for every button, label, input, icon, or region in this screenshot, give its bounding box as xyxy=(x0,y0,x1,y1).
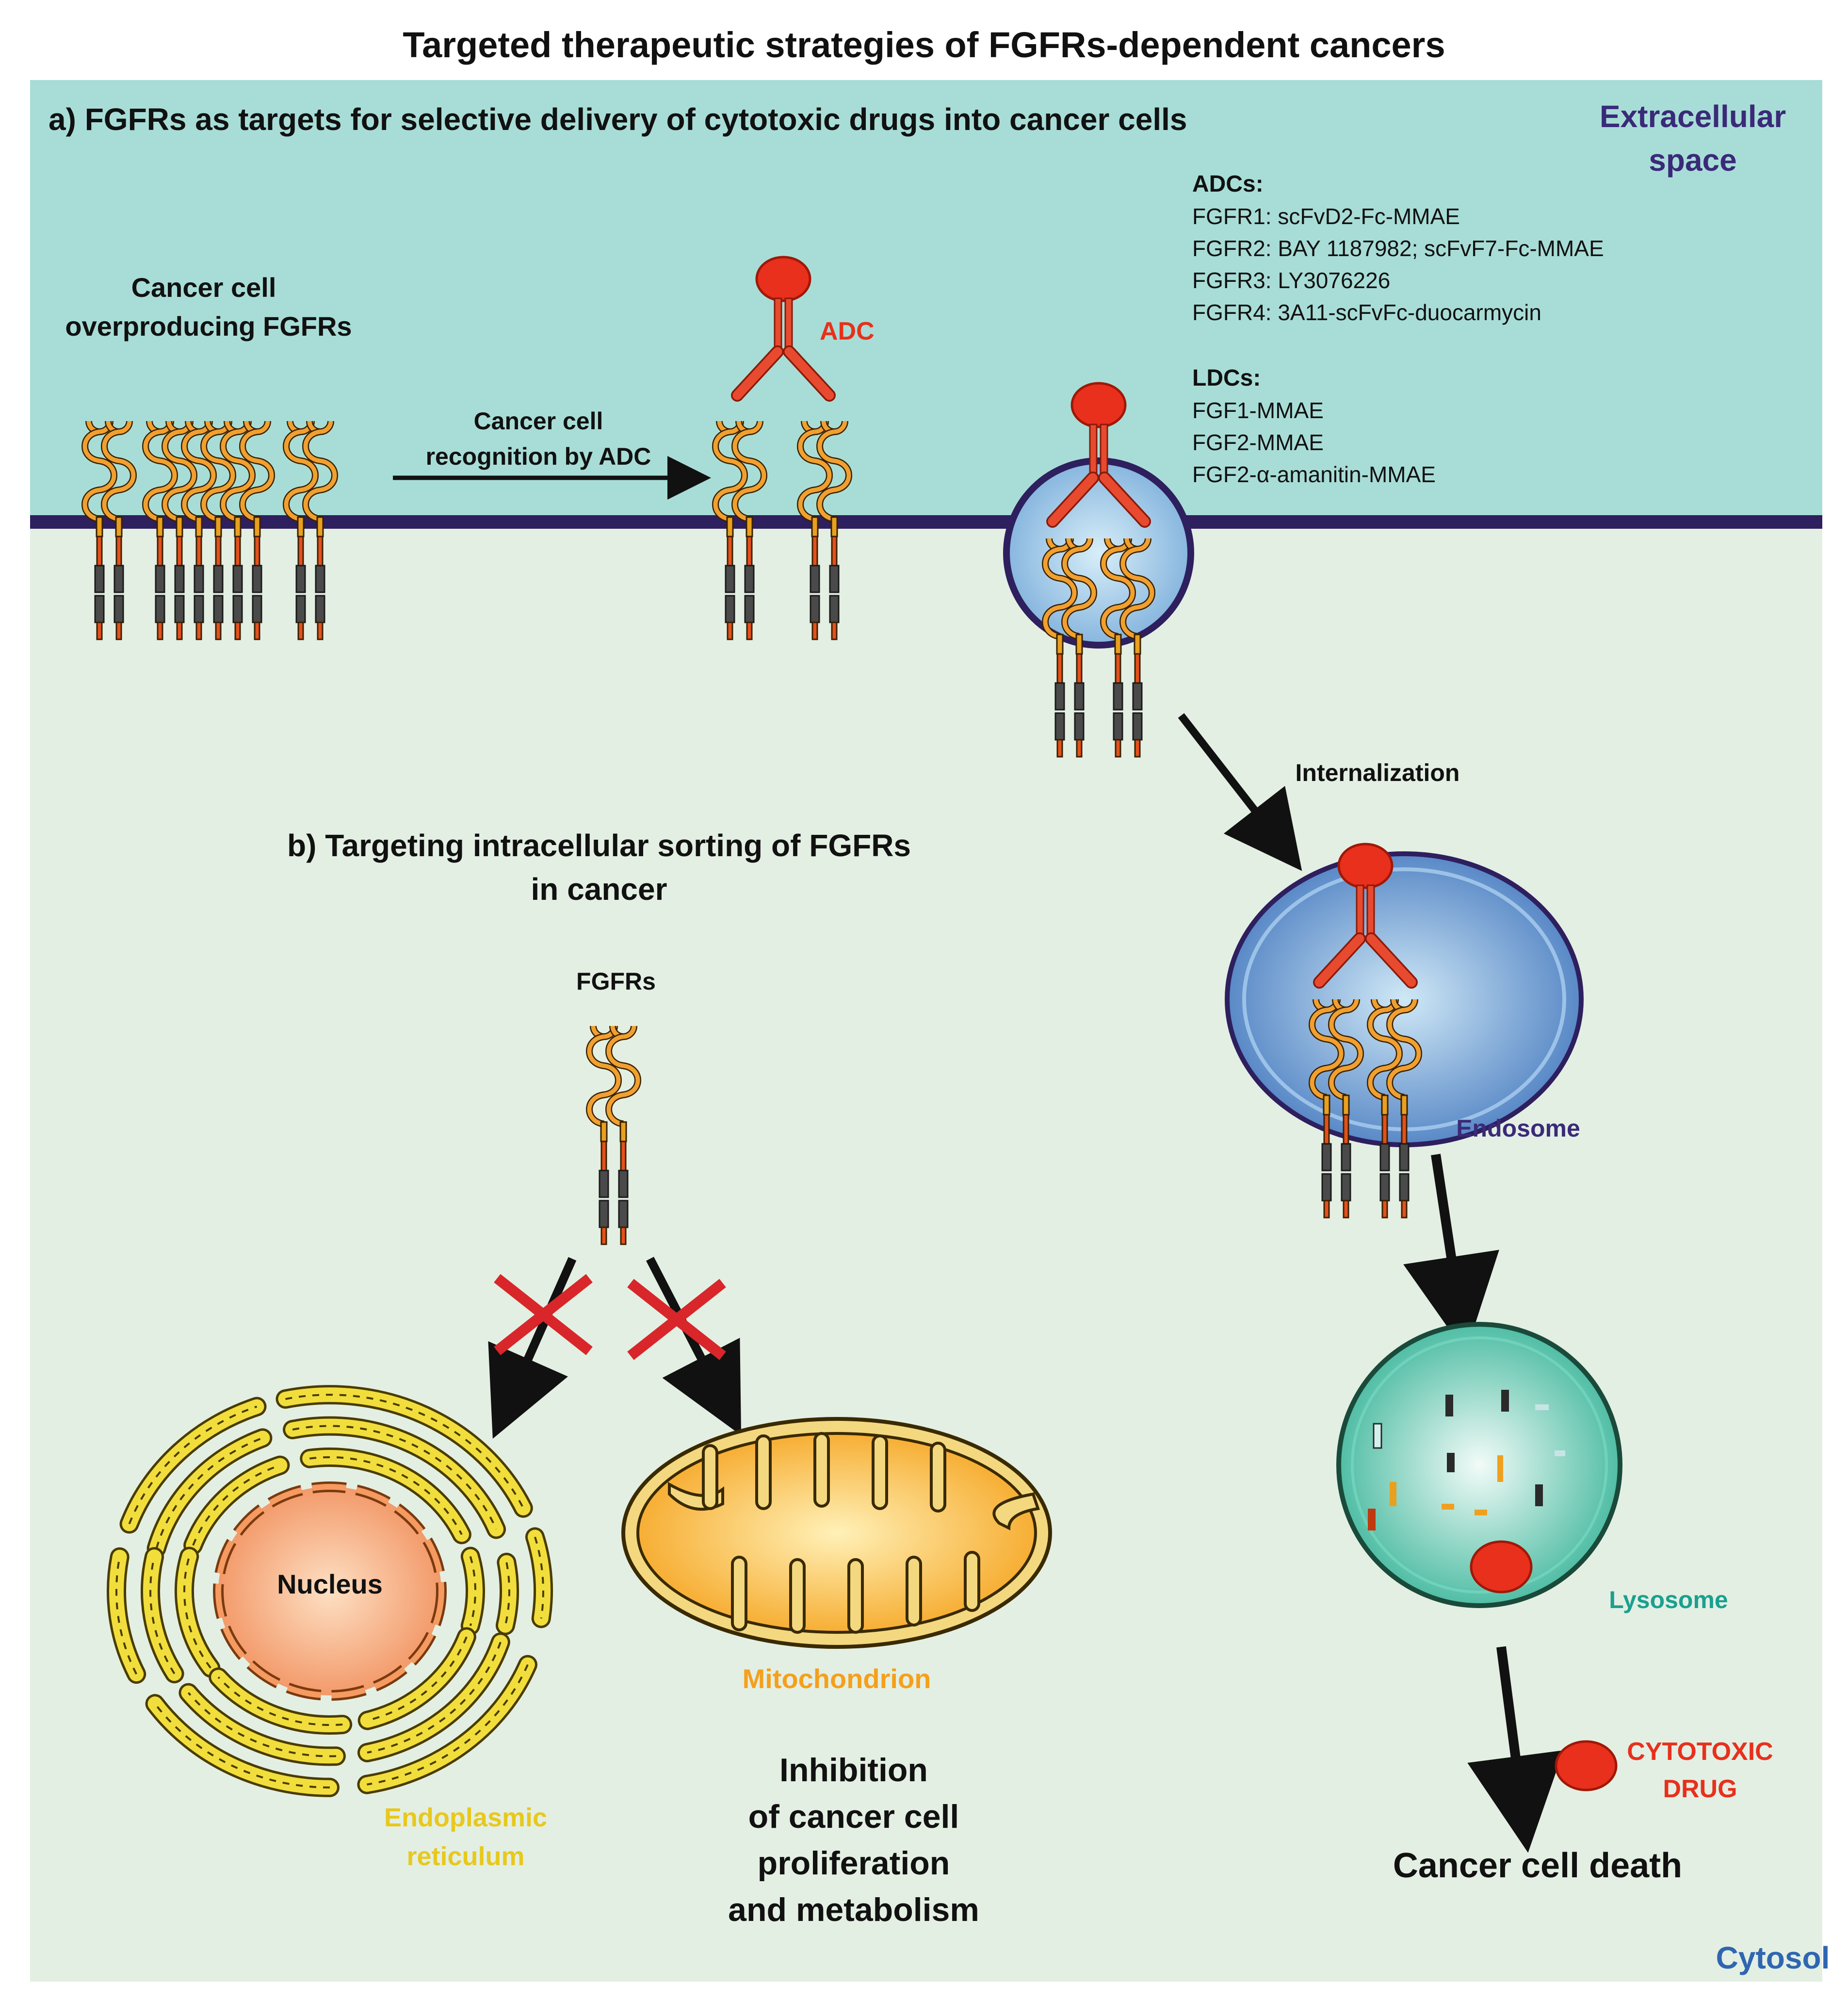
internalization-label: Internalization xyxy=(1296,759,1460,786)
er-cisterna-fill xyxy=(302,1450,469,1542)
section-a-heading: a) FGFRs as targets for selective delive… xyxy=(49,102,1187,137)
adc-list: FGFR1: scFvD2-Fc-MMAE FGFR2: BAY 1187982;… xyxy=(1192,204,1604,325)
inhibition-text-line: and metabolism xyxy=(728,1891,979,1928)
er-cisterna-texture xyxy=(155,1437,263,1549)
lysosome-label: Lysosome xyxy=(1609,1586,1728,1613)
inhibition-text-line: Inhibition xyxy=(779,1752,928,1789)
inhibition-text: Inhibition of cancer cell proliferation and… xyxy=(728,1752,979,1928)
er-cisterna-texture xyxy=(149,1556,176,1675)
er-cisterna-texture xyxy=(217,1676,343,1726)
section-b-heading-line1: b) Targeting intracellular sorting of FG… xyxy=(287,828,911,863)
recognition-label-line1: Cancer cell xyxy=(474,407,603,435)
mitochondrion xyxy=(621,1417,1052,1649)
er-cisterna-texture xyxy=(187,1692,336,1757)
figure-title: Targeted therapeutic strategies of FGFRs… xyxy=(403,25,1445,65)
cell-death-label: Cancer cell death xyxy=(1393,1846,1682,1885)
er-label-line2: reticulum xyxy=(406,1842,524,1871)
er-cisterna-texture xyxy=(367,1642,502,1754)
er-cisterna-texture xyxy=(115,1557,138,1675)
er-cisterna-texture xyxy=(192,1464,281,1546)
er-cisterna-texture xyxy=(285,1394,524,1509)
ldc-list-item: FGF2-α-amanitin-MMAE xyxy=(1192,462,1436,487)
inhibition-text-line: proliferation xyxy=(758,1845,950,1882)
endosome xyxy=(1225,844,1584,1218)
endosome-to-lysosome-arrow xyxy=(1403,1154,1499,1353)
cytosol-label: Cytosol xyxy=(1716,1940,1830,1975)
extracellular-label-line2: space xyxy=(1649,143,1736,178)
adcs-heading: ADCs: xyxy=(1192,171,1264,197)
adc-list-item: FGFR1: scFvD2-Fc-MMAE xyxy=(1192,204,1460,229)
recognition-label-line2: recognition by ADC xyxy=(426,443,651,470)
section-b-heading-line2: in cancer xyxy=(531,872,667,907)
lysosome xyxy=(1336,1322,1622,1608)
nucleus xyxy=(213,1481,447,1701)
ldc-list: FGF1-MMAE FGF2-MMAE FGF2-α-amanitin-MMAE xyxy=(1192,398,1436,487)
mitochondrion-label: Mitochondrion xyxy=(743,1663,931,1694)
er-cisterna-texture xyxy=(367,1664,529,1786)
cytotoxic-drug-label-line2: DRUG xyxy=(1663,1775,1737,1803)
inhibition-text-line: of cancer cell xyxy=(748,1798,959,1835)
ldc-list-item: FGF2-MMAE xyxy=(1192,430,1324,455)
endoplasmic-reticulum xyxy=(107,1385,553,1797)
er-label-line1: Endoplasmic xyxy=(384,1803,547,1832)
cell-membrane xyxy=(30,515,1822,529)
er-cisterna-texture xyxy=(292,1425,497,1530)
internalizing-vesicle xyxy=(1003,383,1194,757)
ldc-list-item: FGF1-MMAE xyxy=(1192,398,1324,423)
nucleus-label: Nucleus xyxy=(277,1569,383,1599)
extracellular-label-line1: Extracellular xyxy=(1600,99,1786,134)
endosome-label: Endosome xyxy=(1456,1115,1580,1142)
adc-label: ADC xyxy=(820,317,875,345)
block-x-icon-left xyxy=(494,1274,593,1355)
cytotoxic-drug-label-line1: CYTOTOXIC xyxy=(1627,1738,1773,1766)
er-cisterna-texture xyxy=(367,1636,468,1722)
ldcs-heading: LDCs: xyxy=(1192,365,1261,391)
internalization-arrow xyxy=(1178,713,1302,871)
cancer-cell-label-line2: overproducing FGFRs xyxy=(65,311,352,342)
er-cisterna-texture xyxy=(504,1562,510,1626)
blocked-arrow-to-er xyxy=(488,1257,577,1439)
cytotoxic-drug-icon xyxy=(1555,1740,1618,1791)
er-cisterna-texture xyxy=(128,1405,258,1525)
fgfrs-label: FGFRs xyxy=(576,968,656,995)
er-cisterna-texture xyxy=(183,1556,211,1669)
cytosol-region xyxy=(30,521,1822,1982)
block-x-icon-right xyxy=(627,1279,726,1360)
extracellular-space-region xyxy=(30,80,1822,521)
adc-list-item: FGFR2: BAY 1187982; scFvF7-Fc-MMAE xyxy=(1192,236,1604,261)
cancer-cell-label-line1: Cancer cell xyxy=(131,272,276,303)
adc-list-item: FGFR4: 3A11-scFvFc-duocarmycin xyxy=(1192,300,1541,325)
er-cisterna-texture xyxy=(534,1536,544,1619)
adc-list-item: FGFR3: LY3076226 xyxy=(1192,268,1390,293)
lysosome-to-death-arrow xyxy=(1467,1646,1564,1853)
er-cisterna-texture xyxy=(154,1703,330,1789)
er-cisterna-fill xyxy=(463,1549,483,1633)
